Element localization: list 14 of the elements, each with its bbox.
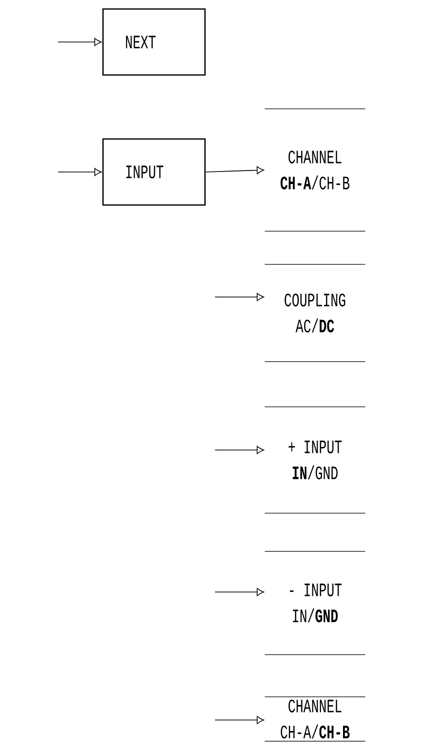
menu-item: - INPUT IN/GND [264,551,366,655]
arrow [214,293,264,302]
menu-item: CHANNEL CH-A/CH-B [264,696,366,742]
menu-box: INPUT [102,138,206,206]
arrow [214,716,264,724]
menu-item: + INPUT IN/GND [264,406,366,514]
arrow [58,38,102,46]
arrow [214,446,264,454]
menu-item: CHANNEL CH-A/CH-B [264,108,366,232]
menu-box: NEXT [102,8,206,76]
arrow [214,588,264,596]
arrow [58,168,102,176]
menu-item: COUPLING AC/DC [264,264,366,362]
arrow [205,166,264,174]
